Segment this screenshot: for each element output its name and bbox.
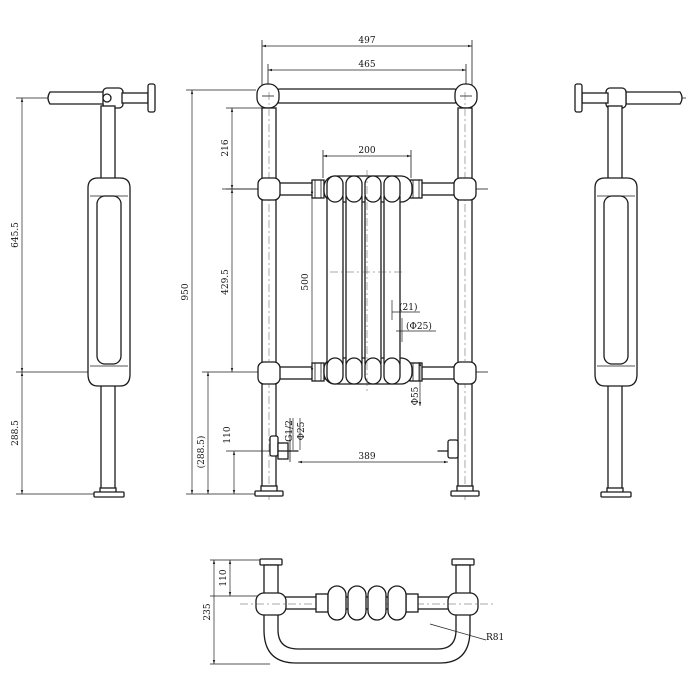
valve-left (269, 435, 299, 460)
left-side-height-lower-label: 288.5 (11, 420, 21, 446)
overall-height-label: 950 (181, 283, 191, 300)
left-side-height-upper-label: 645.5 (11, 222, 21, 248)
top-to-upper-header-label: 216 (221, 139, 231, 156)
plan-depth-total-label: 235 (203, 603, 213, 620)
valve-pipe-diameter-label: Φ25 (297, 421, 307, 440)
plan-depth-wall-label: 110 (219, 569, 229, 586)
right-side-view (574, 83, 686, 498)
radiator-width-label: 200 (358, 146, 375, 156)
thread-size-label: G1/2 (285, 420, 295, 442)
front-view: 497 465 950 216 429.5 (288.5) (181, 36, 488, 500)
header-diameter-label: Φ55 (411, 386, 421, 405)
left-side-view: 645.5 288.5 (11, 83, 156, 498)
header-to-floor-label: (288.5) (196, 436, 207, 469)
plan-view: 235 110 R81 (203, 558, 504, 665)
radiator-sections (323, 170, 413, 392)
header-spacing-label: 429.5 (221, 269, 231, 295)
section-depth-label: (21) (399, 302, 417, 313)
valve-right (437, 439, 459, 459)
valve-height-label: 110 (223, 426, 233, 443)
rail-width-label: 465 (358, 60, 375, 70)
bend-radius-label: R81 (486, 633, 504, 643)
valve-spacing-label: 389 (358, 452, 375, 462)
overall-width-label: 497 (358, 36, 375, 46)
tube-diameter-label: (Φ25) (406, 321, 432, 332)
radiator-height-label: 500 (301, 273, 311, 290)
